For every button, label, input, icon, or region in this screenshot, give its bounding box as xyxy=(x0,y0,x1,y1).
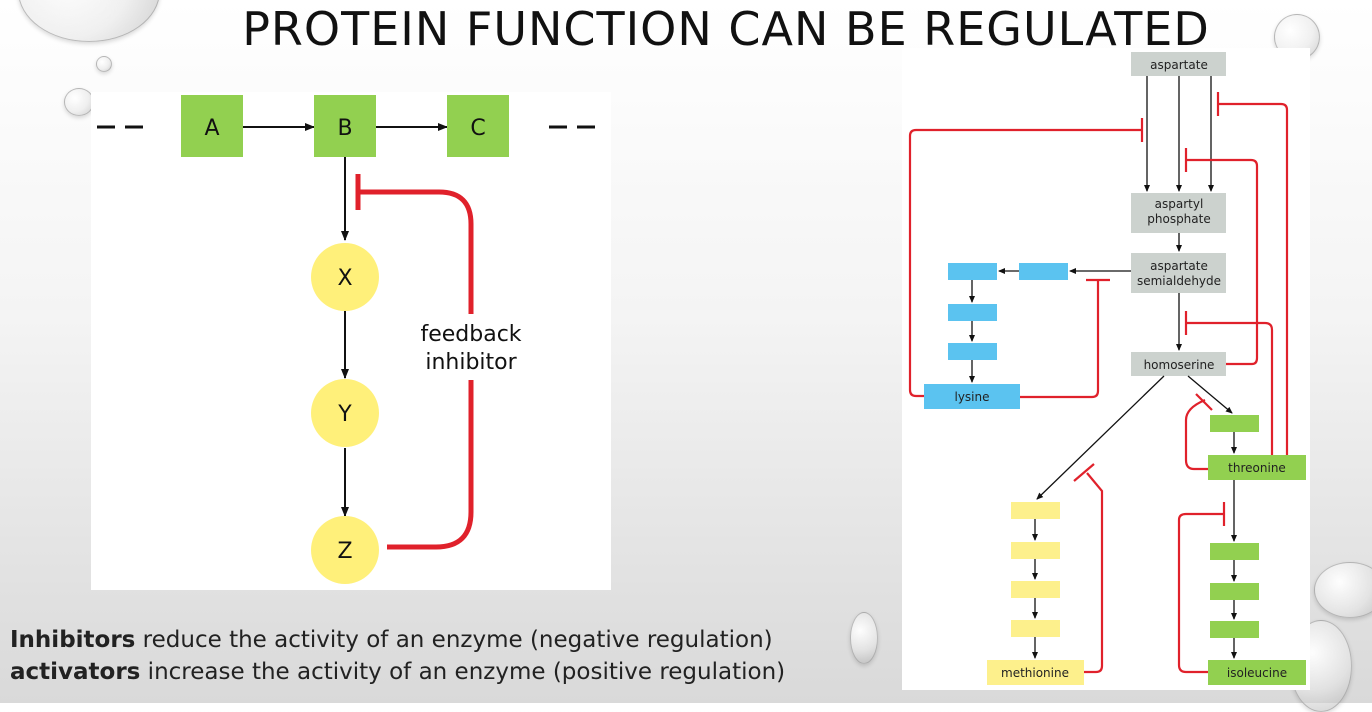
node-a xyxy=(181,95,243,157)
water-drop-decoration xyxy=(1314,562,1372,618)
lysine-step-box xyxy=(948,343,997,360)
arrow-homoserine-to-threonine-path xyxy=(1187,375,1233,414)
semialdehyde-label-1: aspartate xyxy=(1150,259,1208,273)
threonine-inhibits-homoserine-synthesis xyxy=(1186,321,1274,455)
caption-bold-term: Inhibitors xyxy=(10,627,136,653)
caption-line-activators: activators increase the activity of an e… xyxy=(10,656,785,688)
homoserine-inhibits-aspartate-kinase xyxy=(1186,158,1259,366)
homoserine-label: homoserine xyxy=(1144,358,1215,372)
caption-line-inhibitors: Inhibitors reduce the activity of an enz… xyxy=(10,624,785,656)
aspartyl-phosphate-label-2: phosphate xyxy=(1147,212,1210,226)
aspartyl-phosphate-label-1: aspartyl xyxy=(1155,197,1204,211)
methionine-step-box xyxy=(1011,581,1060,598)
methionine-box xyxy=(987,660,1084,685)
caption-bold-term: activators xyxy=(10,659,141,685)
inhibition-bar xyxy=(1195,393,1213,411)
feedback-label-bg xyxy=(409,314,529,380)
lysine-inhibits-aspartate-kinase xyxy=(908,128,1142,398)
node-c-label: C xyxy=(470,116,485,141)
aspartate-pathway-diagram: aspartate aspartyl phosphate aspartate s… xyxy=(902,48,1310,690)
node-y-label: Y xyxy=(337,402,352,427)
node-x xyxy=(311,243,379,311)
node-z xyxy=(311,516,379,584)
water-drop-decoration xyxy=(850,612,878,664)
threonine-box xyxy=(1208,455,1306,480)
slide-title: PROTEIN FUNCTION CAN BE REGULATED xyxy=(242,2,1210,56)
isoleucine-step-box xyxy=(1210,621,1259,638)
methionine-step-box xyxy=(1011,502,1060,519)
caption-description: increase the activity of an enzyme (posi… xyxy=(140,659,786,685)
feedback-inhibition-diagram: A B C X Y Z feedback inhibitor xyxy=(91,92,611,590)
threonine-step-box xyxy=(1210,415,1259,432)
inhibition-bar xyxy=(1073,463,1095,482)
aspartate-box xyxy=(1131,52,1226,76)
methionine-step-box xyxy=(1011,620,1060,637)
homoserine-box xyxy=(1131,352,1226,376)
lysine-label: lysine xyxy=(954,390,989,404)
feedback-label-line2: inhibitor xyxy=(425,350,517,375)
water-drop-decoration xyxy=(96,56,112,72)
water-drop-decoration xyxy=(64,88,94,116)
threonine-inhibits-aspartate-kinase xyxy=(1218,102,1289,455)
node-z-label: Z xyxy=(337,539,352,564)
methionine-inhibits-branch xyxy=(1084,472,1104,674)
semialdehyde-box xyxy=(1131,253,1226,293)
caption-text: Inhibitors reduce the activity of an enz… xyxy=(10,624,785,688)
isoleucine-step-box xyxy=(1210,543,1259,560)
isoleucine-label: isoleucine xyxy=(1227,666,1287,680)
isoleucine-step-box xyxy=(1210,583,1259,600)
isoleucine-box xyxy=(1208,660,1306,685)
semialdehyde-label-2: semialdehyde xyxy=(1137,274,1221,288)
lysine-step-box xyxy=(948,263,997,280)
methionine-step-box xyxy=(1011,542,1060,559)
caption-description: reduce the activity of an enzyme (negati… xyxy=(135,627,773,653)
aspartyl-phosphate-box xyxy=(1131,193,1226,233)
isoleucine-inhibits-threonine-deaminase xyxy=(1177,512,1224,674)
node-y xyxy=(311,379,379,447)
aspartate-label: aspartate xyxy=(1150,58,1208,72)
feedback-label-line1: feedback xyxy=(420,322,521,347)
node-b-label: B xyxy=(337,116,352,141)
lysine-box xyxy=(924,384,1020,409)
node-x-label: X xyxy=(337,266,352,291)
lysine-step-box xyxy=(1019,263,1068,280)
methionine-label: methionine xyxy=(1001,666,1069,680)
lysine-inhibits-semialdehyde-branch xyxy=(1020,280,1100,399)
node-b xyxy=(314,95,376,157)
threonine-label: threonine xyxy=(1228,461,1286,475)
threonine-self-inhibition xyxy=(1184,398,1208,471)
node-c xyxy=(447,95,509,157)
node-a-label: A xyxy=(204,116,219,141)
lysine-step-box xyxy=(948,304,997,321)
arrow-homoserine-to-methionine-path xyxy=(1036,375,1165,500)
